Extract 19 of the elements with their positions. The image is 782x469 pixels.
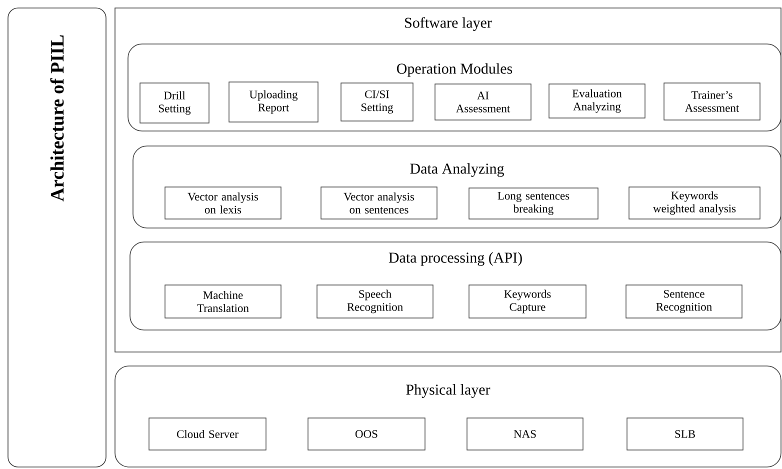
module-box: Keywords weighted analysis (628, 186, 760, 220)
module-box: Drill Setting (140, 82, 210, 124)
module-box: Cloud Server (148, 418, 266, 450)
module-box: Keywords Capture (468, 284, 586, 318)
module-box: Evaluation Analyzing (548, 84, 646, 118)
module-box: NAS (466, 418, 584, 450)
module-box: Vector analysis on sentences (320, 186, 438, 220)
module-box: Long sentences breaking (468, 188, 598, 220)
module-box: Sentence Recognition (626, 284, 742, 318)
module-box: CI/SI Setting (340, 82, 414, 122)
module-box: Speech Recognition (316, 284, 434, 318)
module-box: AI Assessment (434, 84, 532, 120)
module-box: OOS (308, 418, 426, 450)
module-box: Machine Translation (164, 284, 282, 318)
architecture-band: Architecture of PIIL (8, 8, 106, 468)
module-box: Trainer’s Assessment (664, 82, 760, 120)
module-box: SLB (626, 418, 744, 450)
module-box: Uploading Report (228, 82, 318, 122)
module-box: Vector analysis on lexis (164, 186, 282, 220)
